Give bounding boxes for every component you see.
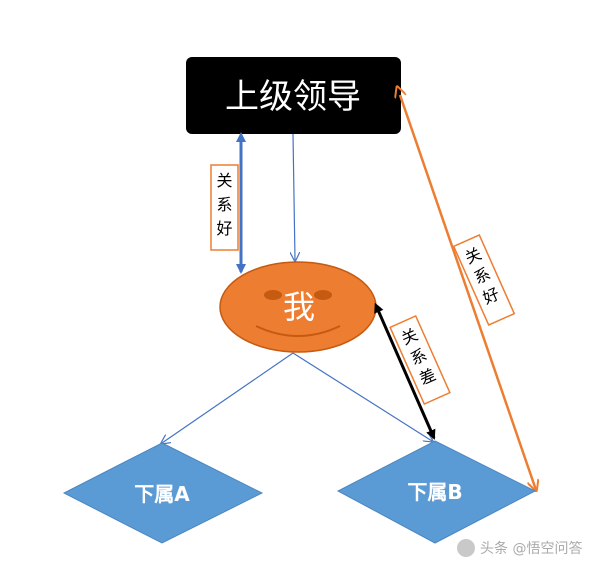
leader-b-good-arrow [400, 95, 536, 490]
leader-node: 上级领导 [186, 57, 401, 134]
watermark-text: 头条 @悟空问答 [480, 540, 582, 557]
relation-label-leader-self: 关系好 [210, 164, 239, 251]
subordinate-b-diamond [336, 440, 537, 544]
subordinate-a-node: 下属A [62, 442, 264, 544]
relation-label-text: 关系好 [216, 171, 232, 238]
relation-label-text: 关系好 [462, 244, 502, 308]
self-left-eye [264, 290, 282, 300]
self-node: 我 [219, 261, 377, 353]
leader-label: 上级领导 [225, 77, 361, 117]
subordinate-a-diamond [62, 442, 264, 544]
subordinate-a-label: 下属A [134, 482, 190, 506]
leader-box [186, 57, 401, 134]
self-label: 我 [283, 288, 315, 326]
subordinate-b-node: 下属B [336, 440, 537, 544]
watermark-logo-icon [457, 539, 475, 557]
self-to-a-arrow [162, 352, 294, 443]
relation-label-leader-b: 关系好 [452, 234, 516, 326]
watermark: 头条 @悟空问答 [457, 539, 582, 557]
subordinate-b-label: 下属B [407, 480, 462, 504]
self-right-eye [314, 290, 332, 300]
self-smile [255, 325, 341, 337]
leader-to-self-arrow [293, 133, 295, 260]
